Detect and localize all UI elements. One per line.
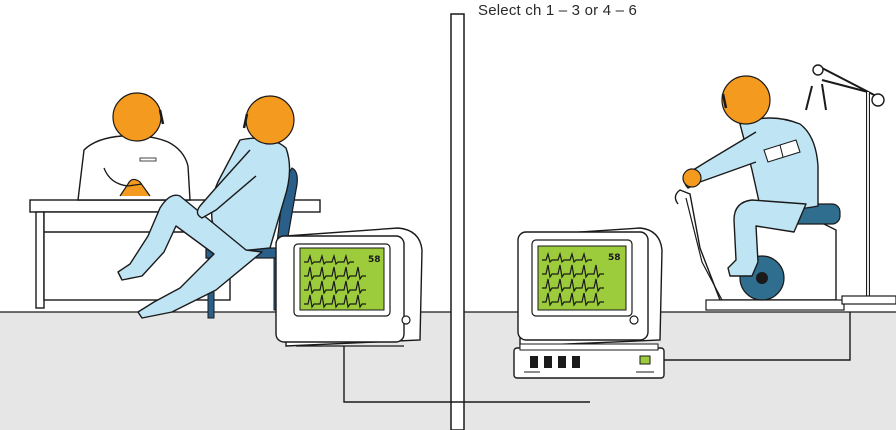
monitor-right-knob bbox=[630, 316, 638, 324]
exercising-patient-hand bbox=[683, 169, 701, 187]
monitor-left-channel: 58 bbox=[368, 255, 381, 265]
doctor bbox=[78, 93, 190, 200]
seated-patient-head bbox=[246, 96, 294, 144]
ecg-amplifier bbox=[514, 344, 664, 378]
partition-wall bbox=[451, 14, 464, 430]
channel-select-caption: Select ch 1 – 3 or 4 – 6 bbox=[478, 2, 637, 19]
monitor-right-channel: 58 bbox=[608, 253, 621, 263]
monitor-left: 58 bbox=[276, 228, 422, 346]
amplifier-indicator bbox=[640, 356, 650, 364]
doctor-head bbox=[113, 93, 161, 141]
monitor-left-knob bbox=[402, 316, 410, 324]
exercising-patient-head bbox=[722, 76, 770, 124]
monitor-right: 58 bbox=[518, 228, 662, 346]
